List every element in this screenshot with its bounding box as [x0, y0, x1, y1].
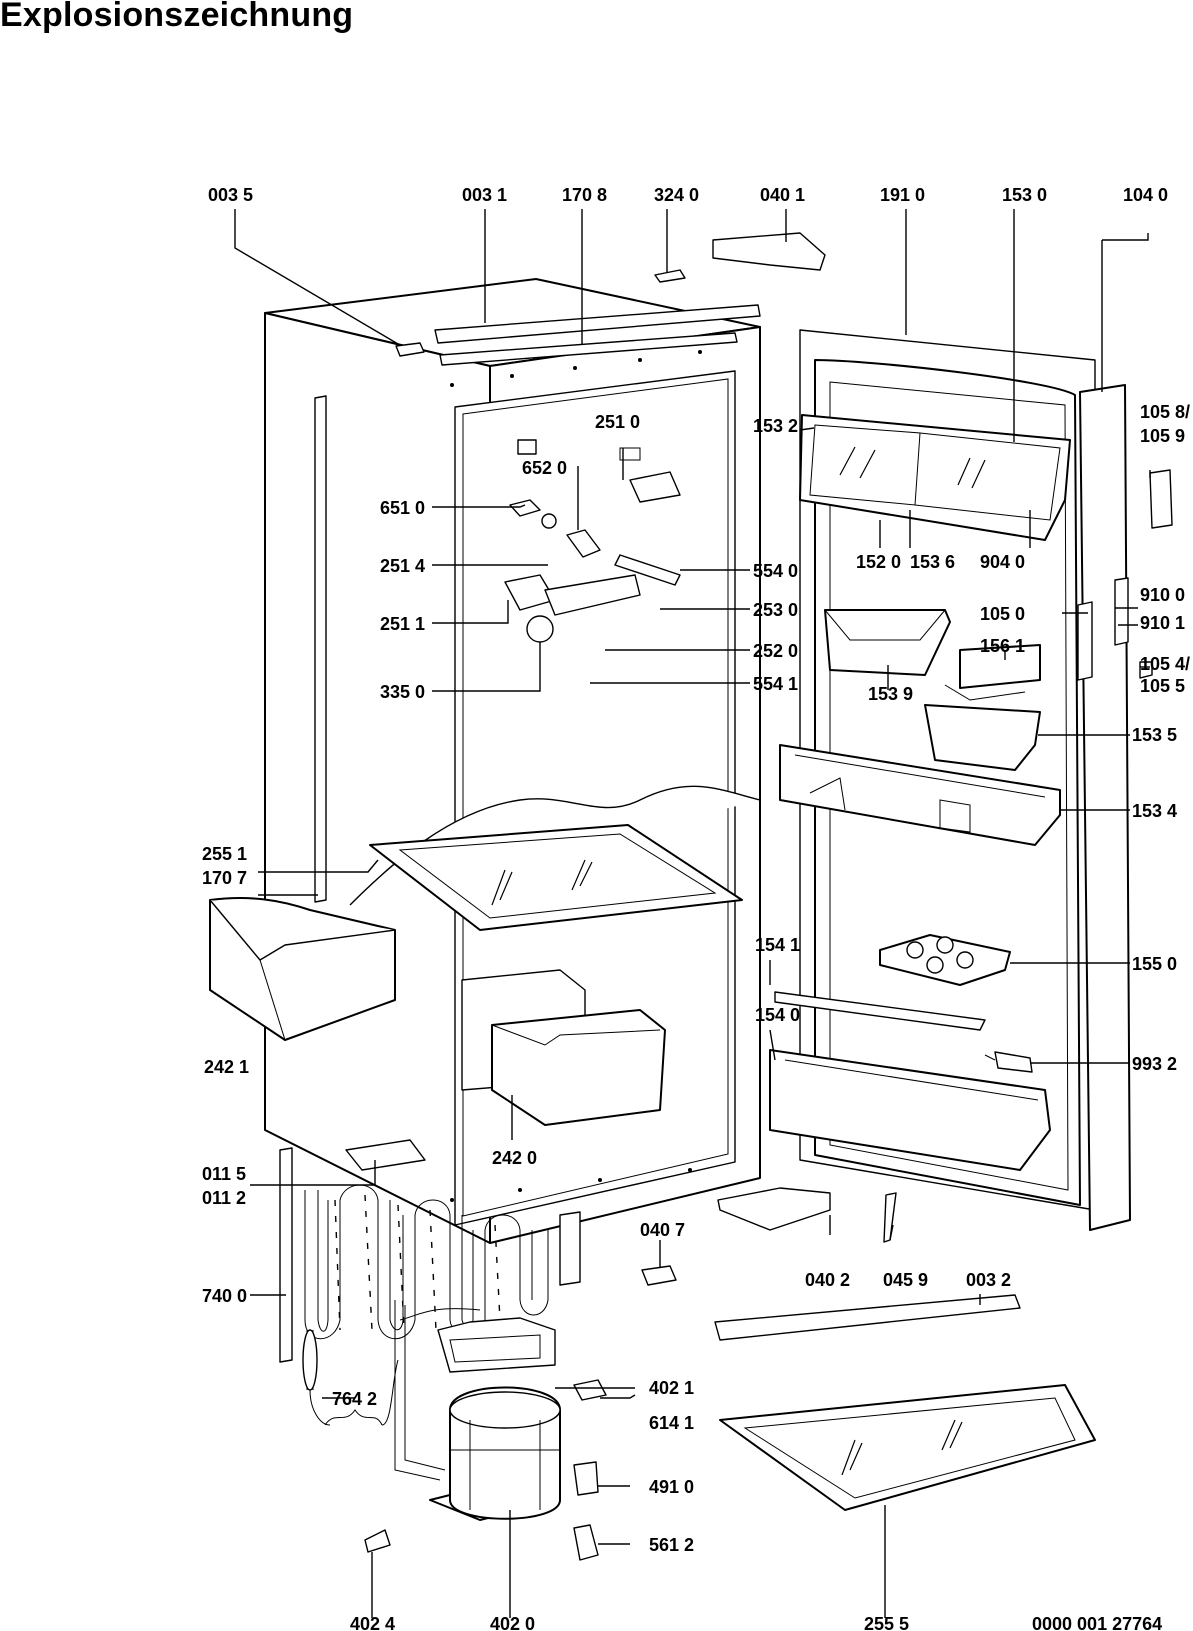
label-0035: 003 5: [208, 185, 253, 205]
door-handle-part: [984, 1051, 1033, 1073]
label-0112: 011 2: [202, 1188, 246, 1208]
label-2551: 255 1: [202, 844, 247, 864]
label-0407: 040 7: [640, 1220, 685, 1240]
door-box-156-1: [944, 644, 1041, 701]
label-0115: 011 5: [202, 1164, 246, 1184]
label-2510: 251 0: [595, 412, 640, 432]
label-3240: 324 0: [654, 185, 699, 205]
door-shelf-top: [799, 414, 1071, 541]
label-0459: 045 9: [883, 1270, 928, 1290]
bottle-holder-154-1: [774, 991, 986, 1031]
door: [799, 329, 1131, 1231]
door-balcony-153-4: [779, 744, 1061, 846]
leader-lines: [234, 209, 1151, 1618]
door-balcony-153-5: [924, 704, 1041, 771]
label-7400: 740 0: [202, 1286, 247, 1306]
label-7642: 764 2: [332, 1389, 377, 1409]
label-6510: 651 0: [380, 498, 425, 518]
label-2514: 251 4: [380, 556, 425, 576]
label-10589b: 105 9: [1140, 426, 1185, 446]
label-1535: 153 5: [1132, 725, 1177, 745]
label-1707: 170 7: [202, 868, 247, 888]
label-2420: 242 0: [492, 1148, 537, 1168]
page-title: Explosionszeichnung: [0, 0, 354, 34]
glass-shelf-lower: [719, 1384, 1096, 1511]
door-side-parts: [1077, 469, 1173, 681]
vegetable-bin-right: [461, 969, 666, 1126]
label-4024: 402 4: [350, 1614, 395, 1631]
drawing-number: 0000 001 27764: [1032, 1614, 1162, 1631]
electrical-parts: [364, 1192, 897, 1561]
label-10545a: 105 4/: [1140, 654, 1190, 674]
label-1539: 153 9: [868, 684, 913, 704]
label-1561: 156 1: [980, 636, 1025, 656]
label-0032: 003 2: [966, 1270, 1011, 1290]
label-0031: 003 1: [462, 185, 507, 205]
compressor: [302, 1300, 561, 1521]
label-1040: 104 0: [1123, 185, 1168, 205]
label-1530: 153 0: [1002, 185, 1047, 205]
label-9932: 993 2: [1132, 1054, 1177, 1074]
label-1536: 153 6: [910, 552, 955, 572]
vegetable-bin-left: [209, 897, 396, 1041]
label-0402: 040 2: [805, 1270, 850, 1290]
label-1520: 152 0: [856, 552, 901, 572]
label-2421: 242 1: [204, 1057, 249, 1077]
label-5541: 554 1: [753, 674, 798, 694]
egg-tray: [879, 934, 1011, 986]
label-1541: 154 1: [755, 935, 800, 955]
label-3350: 335 0: [380, 682, 425, 702]
label-10545b: 105 5: [1140, 676, 1185, 696]
label-4020: 402 0: [490, 1614, 535, 1631]
label-0401: 040 1: [760, 185, 805, 205]
label-6520: 652 0: [522, 458, 567, 478]
label-10589a: 105 8/: [1140, 402, 1190, 422]
label-2520: 252 0: [753, 641, 798, 661]
label-6141: 614 1: [649, 1413, 694, 1433]
label-1050: 105 0: [980, 604, 1025, 624]
hinge-brackets: [345, 232, 831, 1231]
label-5540: 554 0: [753, 561, 798, 581]
label-1910: 191 0: [880, 185, 925, 205]
label-1532: 153 2: [753, 416, 798, 436]
label-2530: 253 0: [753, 600, 798, 620]
door-bottle-rack-154-0: [769, 1049, 1051, 1171]
label-9101: 910 1: [1140, 613, 1185, 633]
label-9100: 910 0: [1140, 585, 1185, 605]
label-2555: 255 5: [864, 1614, 909, 1631]
label-5612: 561 2: [649, 1535, 694, 1555]
label-2511: 251 1: [380, 614, 425, 634]
label-9040: 904 0: [980, 552, 1025, 572]
door-balcony-153-9: [824, 609, 951, 676]
label-1540: 154 0: [755, 1005, 800, 1025]
glass-shelf-upper: [369, 824, 743, 931]
label-1534: 153 4: [1132, 801, 1177, 821]
condenser-coil: [279, 1147, 581, 1363]
label-1550: 155 0: [1132, 954, 1177, 974]
part-labels: 003 5 003 1 170 8 324 0 040 1 191 0 153 …: [202, 185, 1190, 1631]
label-4910: 491 0: [649, 1477, 694, 1497]
label-4021: 402 1: [649, 1378, 694, 1398]
lamp-assembly: [504, 439, 681, 643]
plinth-strip: [714, 1294, 1021, 1341]
label-1708: 170 8: [562, 185, 607, 205]
